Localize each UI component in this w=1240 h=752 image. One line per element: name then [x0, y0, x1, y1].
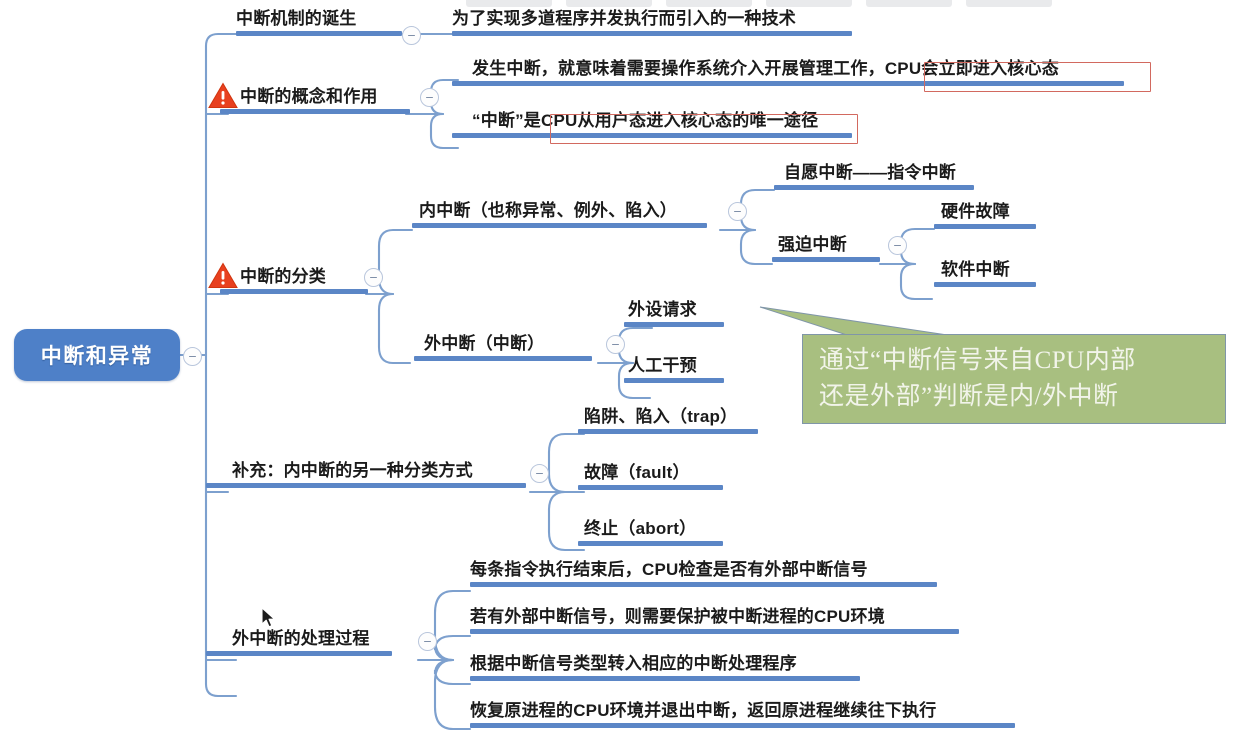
node-underline — [470, 722, 1015, 728]
callout-note[interactable]: 通过“中断信号来自CPU内部 还是外部”判断是内/外中断 — [802, 334, 1226, 424]
node-underline — [206, 650, 392, 656]
node-software-interrupt[interactable]: 软件中断 — [934, 260, 1036, 287]
node-underline — [470, 675, 860, 681]
mouse-pointer-icon — [261, 607, 275, 628]
node-underline — [624, 377, 724, 383]
minus-circle-icon — [894, 244, 901, 247]
node-label: 若有外部中断信号，则需要保护被中断进程的CPU环境 — [470, 607, 885, 626]
minus-circle-icon — [612, 343, 619, 346]
node-underline — [772, 256, 880, 262]
node-branch-2[interactable]: 中断的概念和作用 — [220, 87, 410, 114]
node-branch-3[interactable]: 中断的分类 — [220, 267, 368, 294]
collapse-toggle-root[interactable] — [183, 347, 202, 366]
node-fault[interactable]: 故障（fault） — [578, 463, 723, 490]
node-branch-1-child-1[interactable]: 为了实现多道程序并发执行而引入的一种技术 — [452, 10, 852, 36]
node-label: 硬件故障 — [941, 202, 1010, 221]
node-process-step-1[interactable]: 每条指令执行结束后，CPU检查是否有外部中断信号 — [470, 561, 937, 587]
node-underline — [412, 222, 707, 228]
node-forced-interrupt[interactable]: 强迫中断 — [772, 235, 880, 262]
node-hardware-fault[interactable]: 硬件故障 — [934, 202, 1036, 229]
node-underline — [578, 484, 723, 490]
node-underline — [470, 581, 937, 587]
node-outer-interrupt[interactable]: 外中断（中断） — [414, 334, 592, 361]
node-branch-5[interactable]: 外中断的处理过程 — [206, 629, 392, 656]
node-abort[interactable]: 终止（abort） — [578, 519, 723, 546]
node-label: 根据中断信号类型转入相应的中断处理程序 — [470, 654, 797, 673]
node-label: 中断的分类 — [240, 267, 326, 286]
node-underline — [452, 132, 852, 138]
node-underline — [470, 628, 959, 634]
node-label: 外中断（中断） — [424, 334, 545, 353]
node-peripheral-request[interactable]: 外设请求 — [624, 300, 724, 327]
callout-line-1: 通过“中断信号来自CPU内部 — [819, 347, 1136, 374]
minus-circle-icon — [426, 96, 433, 99]
node-underline — [452, 80, 1124, 86]
node-label: 每条指令执行结束后，CPU检查是否有外部中断信号 — [470, 560, 868, 579]
node-underline — [220, 288, 368, 294]
collapse-toggle-branch-2[interactable] — [420, 88, 439, 107]
node-trap[interactable]: 陷阱、陷入（trap） — [578, 407, 758, 434]
node-voluntary-interrupt[interactable]: 自愿中断——指令中断 — [774, 163, 974, 190]
node-manual-intervention[interactable]: 人工干预 — [624, 356, 724, 383]
node-underline — [578, 428, 758, 434]
node-label: 为了实现多道程序并发执行而引入的一种技术 — [452, 9, 796, 28]
node-underline — [452, 30, 852, 36]
node-underline — [934, 223, 1036, 229]
minus-circle-icon — [189, 355, 196, 358]
collapse-toggle-forced-interrupt[interactable] — [888, 236, 907, 255]
node-label: 人工干预 — [628, 356, 697, 375]
callout-line-2: 还是外部”判断是内/外中断 — [819, 382, 1119, 410]
node-label: 终止（abort） — [584, 519, 697, 538]
node-label: 自愿中断——指令中断 — [784, 163, 956, 182]
toolbar-remnant-strip — [0, 0, 1240, 9]
minus-circle-icon — [408, 34, 415, 37]
node-underline — [220, 108, 410, 114]
root-node-label: 中断和异常 — [40, 345, 154, 368]
node-underline — [206, 482, 526, 488]
collapse-toggle-branch-5[interactable] — [418, 632, 437, 651]
node-label: 补充：内中断的另一种分类方式 — [232, 461, 473, 480]
collapse-toggle-outer-interrupt[interactable] — [606, 335, 625, 354]
minus-circle-icon — [734, 210, 741, 213]
node-label: 强迫中断 — [778, 235, 847, 254]
collapse-toggle-branch-4[interactable] — [530, 464, 549, 483]
node-label: 中断机制的诞生 — [236, 9, 357, 28]
node-process-step-3[interactable]: 根据中断信号类型转入相应的中断处理程序 — [470, 655, 860, 681]
node-underline — [774, 184, 974, 190]
node-branch-2-child-1[interactable]: 发生中断，就意味着需要操作系统介入开展管理工作，CPU会立即进入核心态 — [452, 59, 1124, 86]
node-process-step-2[interactable]: 若有外部中断信号，则需要保护被中断进程的CPU环境 — [470, 608, 959, 634]
node-inner-interrupt[interactable]: 内中断（也称异常、例外、陷入） — [412, 201, 707, 228]
warning-triangle-icon — [208, 82, 238, 109]
node-label: “中断”是 — [472, 111, 541, 130]
node-process-step-4[interactable]: 恢复原进程的CPU环境并退出中断，返回原进程继续往下执行 — [470, 702, 1015, 728]
node-branch-2-child-2[interactable]: “中断”是CPU从用户态进入核心态的唯一途径 — [452, 111, 852, 138]
node-label: 软件中断 — [941, 260, 1010, 279]
node-underline — [236, 30, 402, 36]
collapse-toggle-branch-3[interactable] — [364, 268, 383, 287]
node-label-emphasis: CPU会立即进入核心态 — [884, 59, 1059, 78]
node-underline — [414, 355, 592, 361]
collapse-toggle-branch-1[interactable] — [402, 26, 421, 45]
node-label: 内中断（也称异常、例外、陷入） — [419, 201, 677, 220]
node-branch-4[interactable]: 补充：内中断的另一种分类方式 — [206, 461, 526, 488]
minus-circle-icon — [370, 276, 377, 279]
node-label: 故障（fault） — [584, 463, 690, 482]
node-label: 中断的概念和作用 — [240, 87, 378, 106]
minus-circle-icon — [536, 472, 543, 475]
warning-triangle-icon — [208, 262, 238, 289]
root-node[interactable]: 中断和异常 — [14, 329, 180, 381]
node-underline — [934, 281, 1036, 287]
node-underline — [578, 540, 723, 546]
minus-circle-icon — [424, 640, 431, 643]
collapse-toggle-inner-interrupt[interactable] — [728, 202, 747, 221]
node-label: 发生中断，就意味着需要操作系统介入开展管理工作， — [472, 59, 885, 78]
node-label: 外中断的处理过程 — [232, 629, 370, 648]
node-label: 恢复原进程的CPU环境并退出中断，返回原进程继续往下执行 — [470, 701, 937, 720]
node-label-emphasis: CPU从用户态进入核心态的唯一途径 — [541, 111, 819, 130]
node-label: 陷阱、陷入（trap） — [584, 407, 738, 426]
node-branch-1[interactable]: 中断机制的诞生 — [236, 10, 402, 36]
node-underline — [624, 321, 724, 327]
node-label: 外设请求 — [628, 300, 697, 319]
